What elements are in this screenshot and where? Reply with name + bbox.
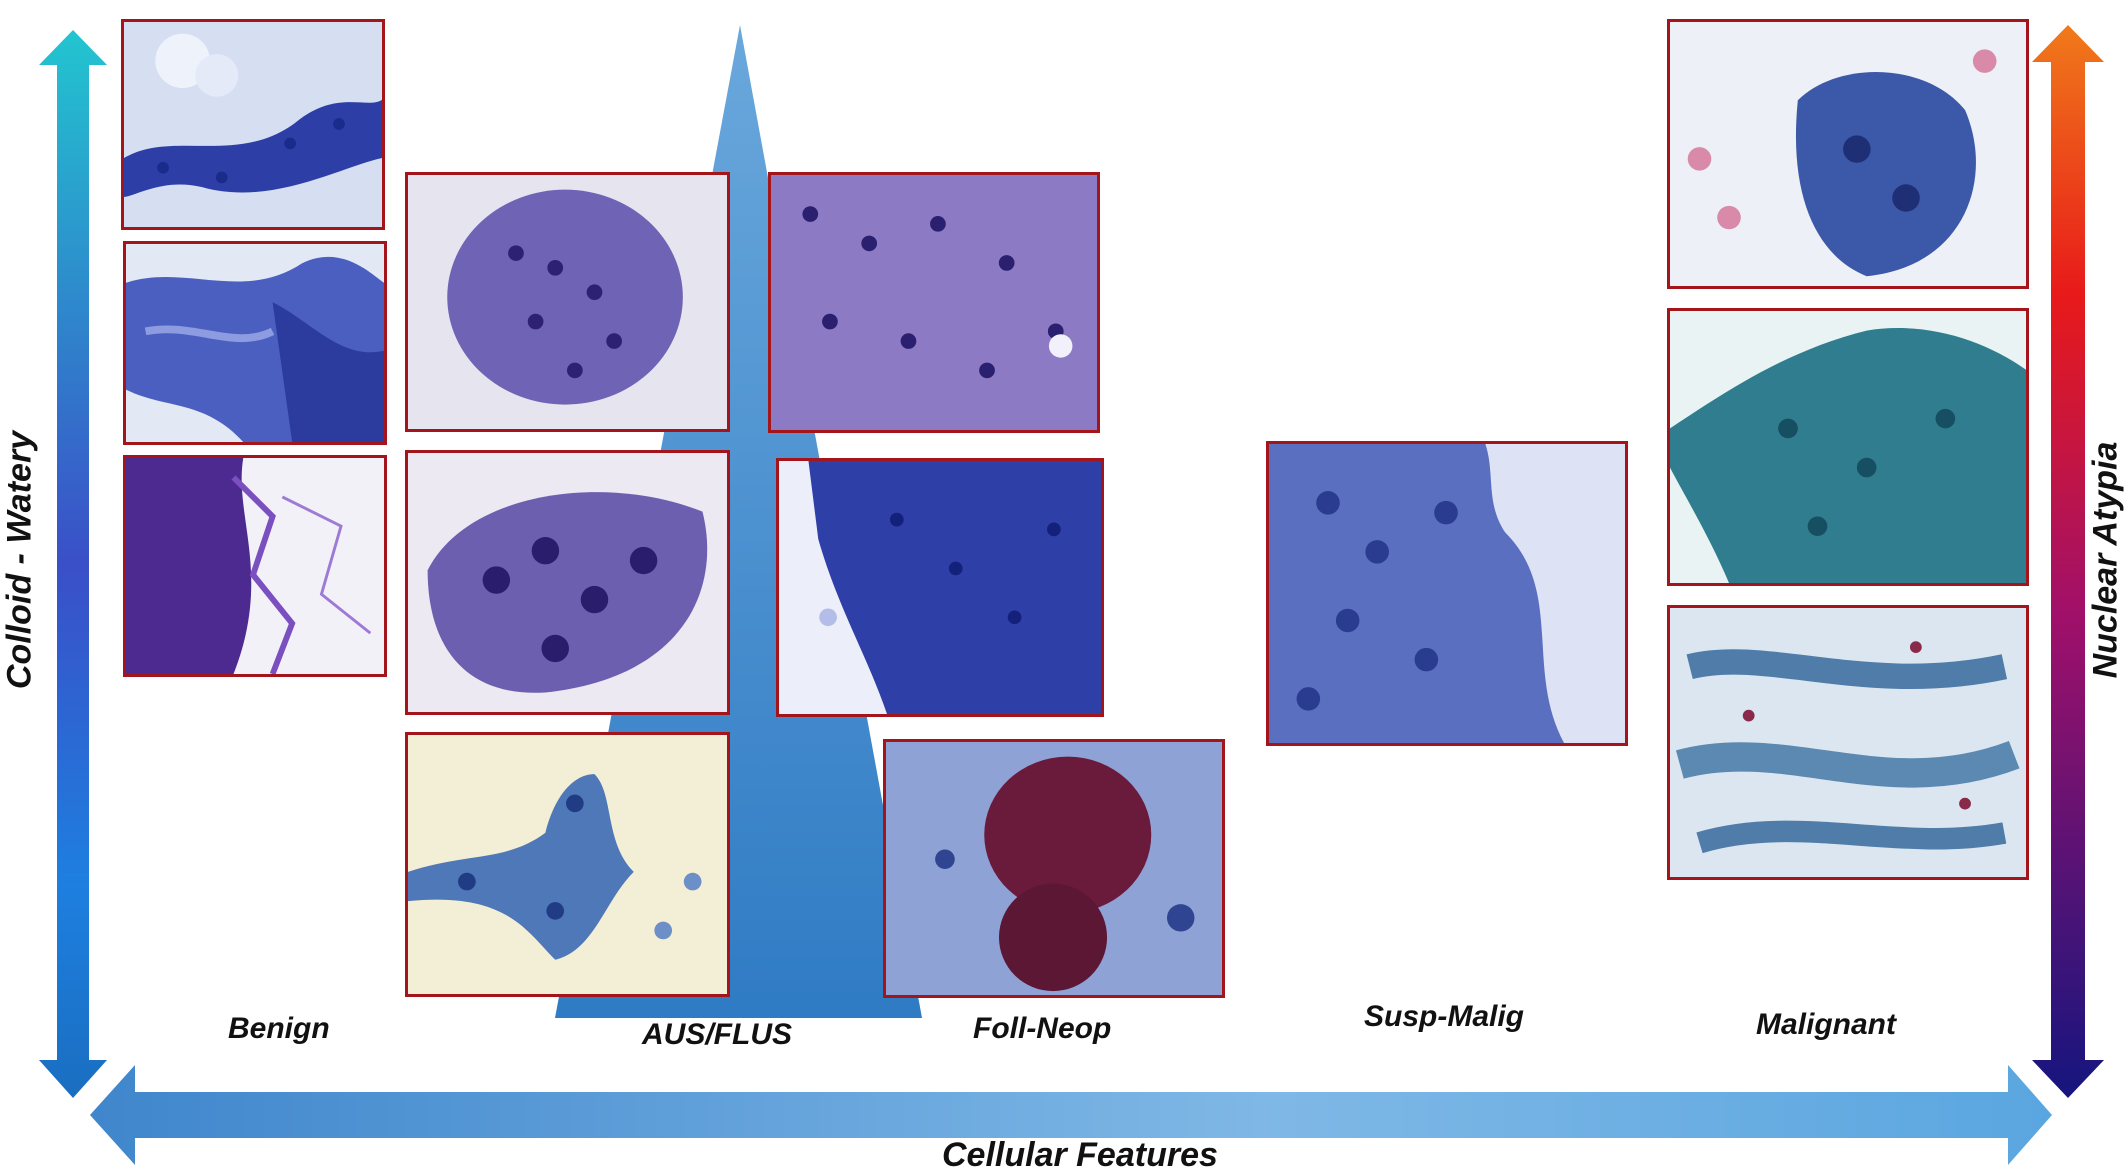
category-label-benign: Benign: [228, 1012, 330, 1045]
micrograph-foll-neop-1: [768, 172, 1100, 433]
y-axis-right-label: Nuclear Atypia: [2086, 441, 2125, 679]
micrograph-aus-flus-1: [405, 172, 730, 432]
micrograph-susp-malig: [1266, 441, 1628, 746]
micrograph-malignant-3: [1667, 605, 2029, 880]
micrograph-foll-neop-3: [883, 739, 1225, 998]
micrograph-foll-neop-2: [776, 458, 1104, 717]
micrograph-aus-flus-3: [405, 732, 730, 997]
micrograph-benign-2: [123, 241, 387, 445]
micrograph-benign-1: [121, 19, 385, 230]
micrograph-malignant-1: [1667, 19, 2029, 289]
category-label-foll-neop: Foll-Neop: [973, 1012, 1112, 1045]
left-axis-arrow: [39, 30, 107, 1098]
micrograph-malignant-2: [1667, 308, 2029, 586]
micrograph-benign-3: [123, 455, 387, 677]
bottom-axis-arrow: [90, 1065, 2052, 1165]
y-axis-left-label: Colloid - Watery: [0, 430, 39, 690]
category-label-susp-malig: Susp-Malig: [1364, 1000, 1525, 1033]
micrograph-aus-flus-2: [405, 450, 730, 715]
x-axis-label: Cellular Features: [942, 1136, 1218, 1174]
category-label-aus-flus: AUS/FLUS: [642, 1018, 792, 1051]
category-label-malignant: Malignant: [1756, 1008, 1896, 1041]
right-axis-arrow: [2032, 25, 2104, 1098]
